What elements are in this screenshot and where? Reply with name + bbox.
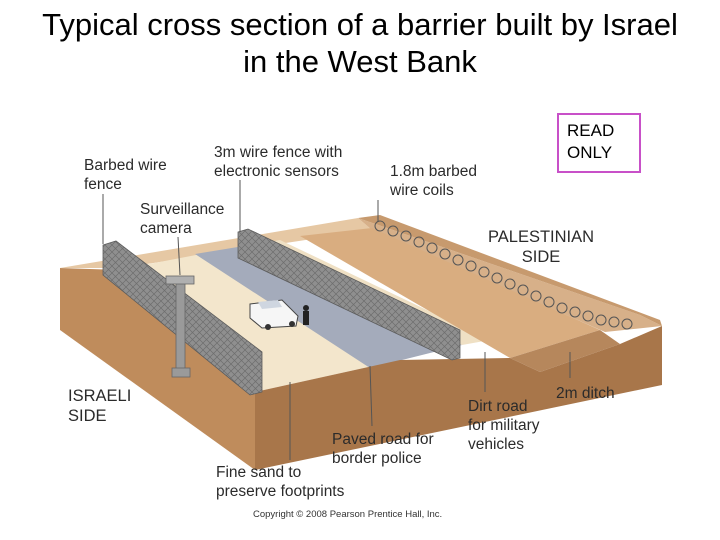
- paved-road: [195, 245, 462, 368]
- wire-fence-with-sensors: [237, 228, 461, 361]
- label-ditch: 2m ditch: [556, 385, 615, 402]
- read-only-badge: READ ONLY: [557, 113, 641, 173]
- label-israeli-side: ISRAELI SIDE: [68, 387, 132, 425]
- leader-paved-road: [369, 365, 373, 427]
- label-fine-sand: Fine sand to preserve footprints: [216, 464, 345, 500]
- label-surveillance-camera: Surveillance camera: [140, 201, 225, 237]
- label-palestinian-side: PALESTINIAN SIDE: [488, 228, 595, 266]
- front-face-right: [255, 326, 662, 470]
- label-wire-fence: 3m wire fence with electronic sensors: [214, 144, 343, 180]
- palestinian-berm: [358, 215, 662, 326]
- label-barbed-wire-fence: Barbed wire fence: [84, 157, 167, 193]
- surveillance-camera-icon: [165, 275, 195, 378]
- label-dirt-road: Dirt road for military vehicles: [468, 398, 540, 453]
- page-title: Typical cross section of a barrier built…: [42, 7, 678, 79]
- police-vehicle-icon: [249, 299, 299, 330]
- leader-surveillance: [177, 236, 181, 276]
- ditch: [510, 330, 620, 372]
- front-face-left: [60, 268, 255, 470]
- ground-top-right: [358, 218, 662, 332]
- label-barbed-wire-coils: 1.8m barbed wire coils: [390, 163, 478, 199]
- soldier-figure-icon: [303, 305, 309, 325]
- label-paved-road: Paved road for border police: [332, 431, 434, 467]
- copyright-notice: Copyright © 2008 Pearson Prentice Hall, …: [253, 509, 443, 520]
- dirt-road: [300, 228, 600, 358]
- barbed-wire-coils: [374, 220, 633, 330]
- ground-top-left: [60, 218, 372, 268]
